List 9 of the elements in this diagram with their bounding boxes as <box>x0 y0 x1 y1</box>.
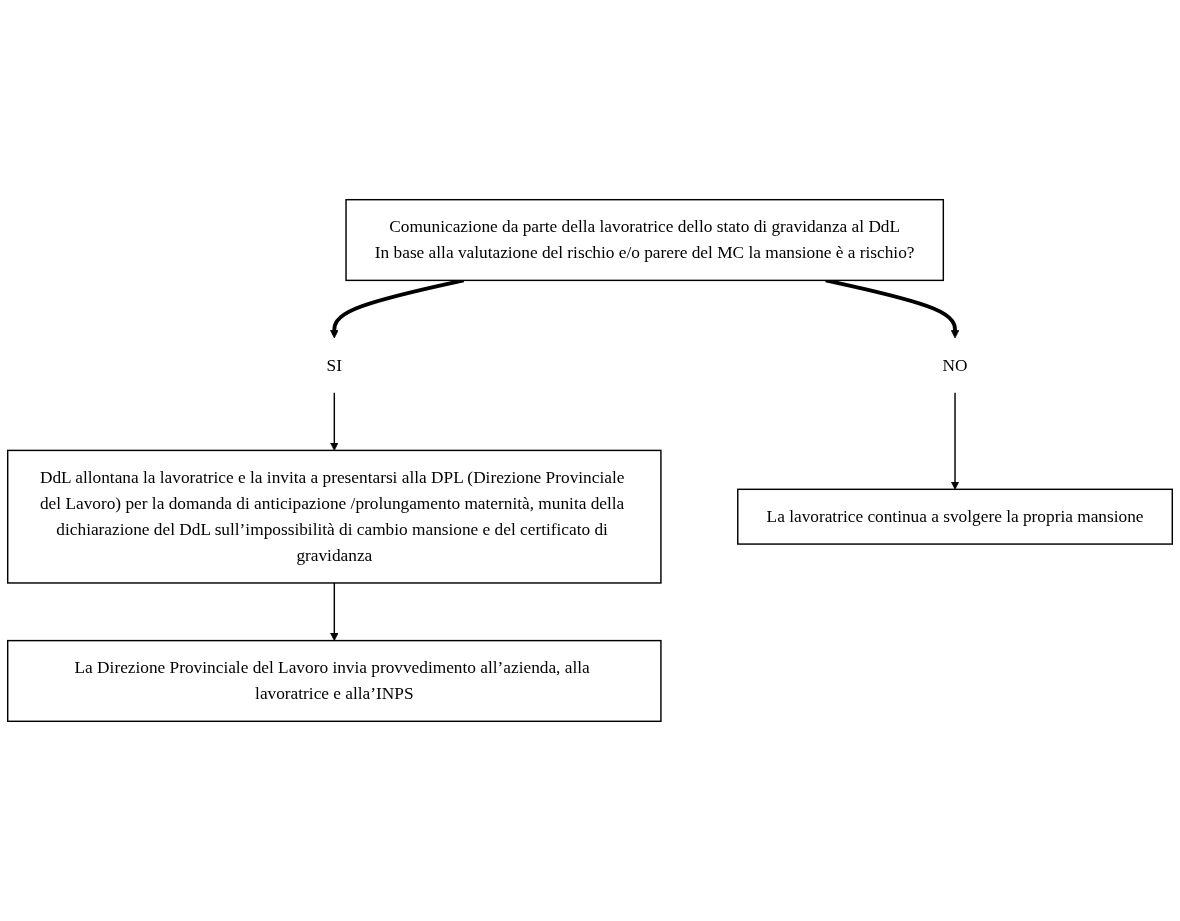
node-box: DdL allontana la lavoratrice e la invita a presentarsi alla DPL (Direzione Provinciale del Lavoro) per la domanda di anticipazione /prolungamento maternità, munita della dichiarazione del DdL sull’impossibilità di cambio mansione e del certificato di gravidanza <box>7 449 662 584</box>
node-text: NO <box>942 355 968 375</box>
node-box: La lavoratrice continua a svolgere la propria mansione <box>737 488 1173 545</box>
node-box: La Direzione Provinciale del Lavoro invia provvedimento all’azienda, alla lavoratrice e alla’INPS <box>7 639 662 722</box>
arrow <box>330 582 339 641</box>
node-box: Comunicazione da parte della lavoratrice dello stato di gravidanza al DdL In base alla valutazione del rischio e/o parere del MC la mansione è a rischio? <box>345 198 945 282</box>
arrow <box>950 392 960 490</box>
arrow <box>330 392 339 451</box>
node-text: SI <box>326 355 342 375</box>
